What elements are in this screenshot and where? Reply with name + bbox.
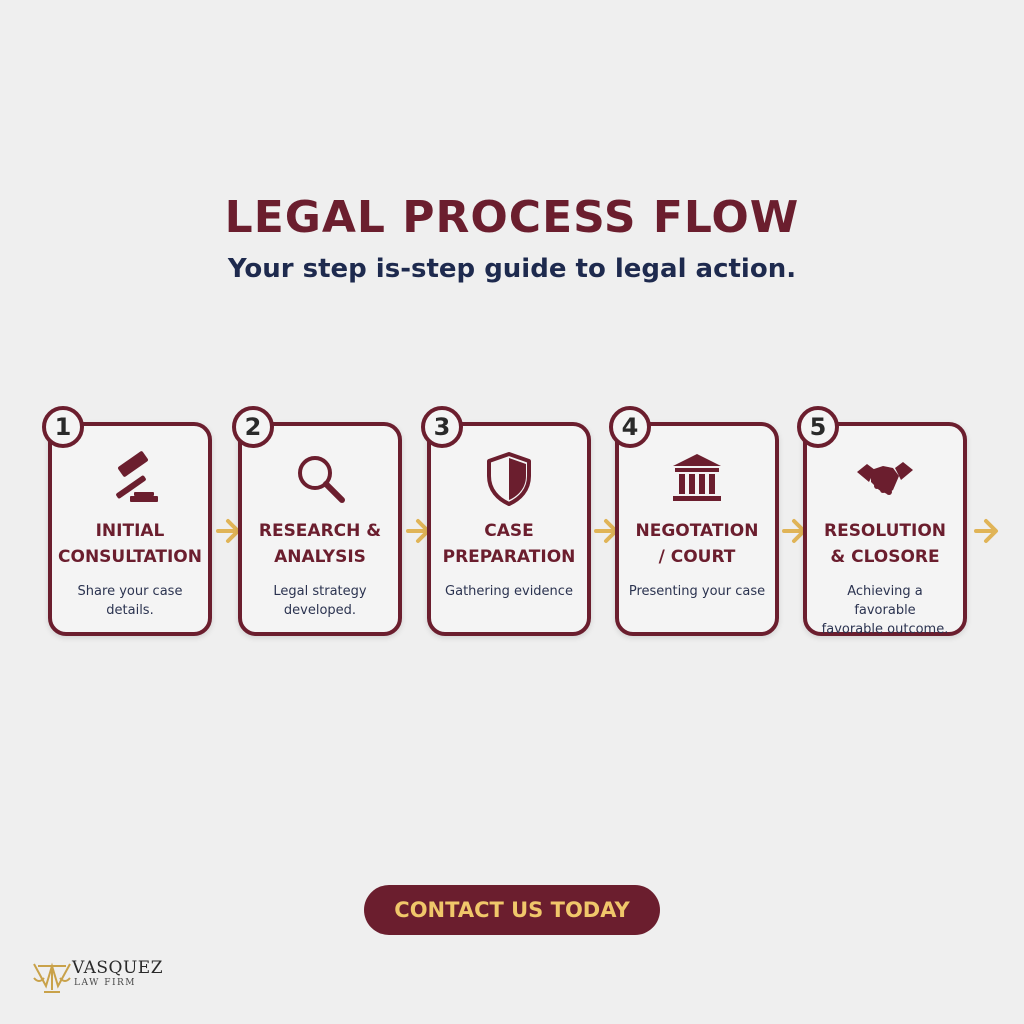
step-title: INITIAL CONSULTATION <box>58 521 202 567</box>
logo-subtitle: LAW FIRM <box>74 978 137 988</box>
handshake-icon <box>857 462 913 495</box>
magnifier-icon <box>298 456 345 503</box>
step-number-badge: 4 <box>609 406 651 448</box>
step-card-3: 3 CASE PREPARATION Gathering evidence <box>421 406 591 636</box>
step-title: RESOLUTION & CLOSORE <box>823 521 947 567</box>
step-card-2: 2 RESEARCH & ANALYSIS Legal strategy dev… <box>232 406 402 636</box>
page-subtitle: Your step is-step guide to legal action. <box>227 254 797 284</box>
arrow-right-icon <box>974 519 998 543</box>
step-description: Share your case details. <box>77 584 183 618</box>
step-number-badge: 5 <box>797 406 839 448</box>
step-card-4: 4 NEGOTATION / COURT Presenting your cas… <box>609 406 779 636</box>
contact-us-button[interactable]: CONTACT US TODAY <box>364 885 660 935</box>
step-description: Gathering evidence <box>445 584 573 599</box>
step-description: Achieving a favorable favorable outcome. <box>821 584 949 637</box>
step-number-badge: 1 <box>42 406 84 448</box>
logo-name: VASQUEZ <box>72 958 164 978</box>
step-title: NEGOTATION / COURT <box>635 521 759 567</box>
scales-of-justice-icon <box>33 962 71 993</box>
shield-icon <box>487 452 531 506</box>
step-description: Presenting your case <box>628 584 766 599</box>
gavel-icon <box>116 451 158 502</box>
step-description: Legal strategy developed. <box>273 584 367 618</box>
step-title: RESEARCH & ANALYSIS <box>258 521 382 567</box>
step-card-1: 1 INITIAL CONSULTATION Share your case d… <box>42 406 212 636</box>
step-number-badge: 2 <box>232 406 274 448</box>
firm-logo[interactable]: VASQUEZ LAW FIRM <box>30 956 180 996</box>
step-card-5: 5 RESOLUTION & CLOSORE Achieving a favor… <box>797 406 967 637</box>
step-title: CASE PREPARATION <box>442 521 576 567</box>
step-number-badge: 3 <box>421 406 463 448</box>
courthouse-icon <box>673 454 721 501</box>
page-title: LEGAL PROCESS FLOW <box>224 192 800 243</box>
